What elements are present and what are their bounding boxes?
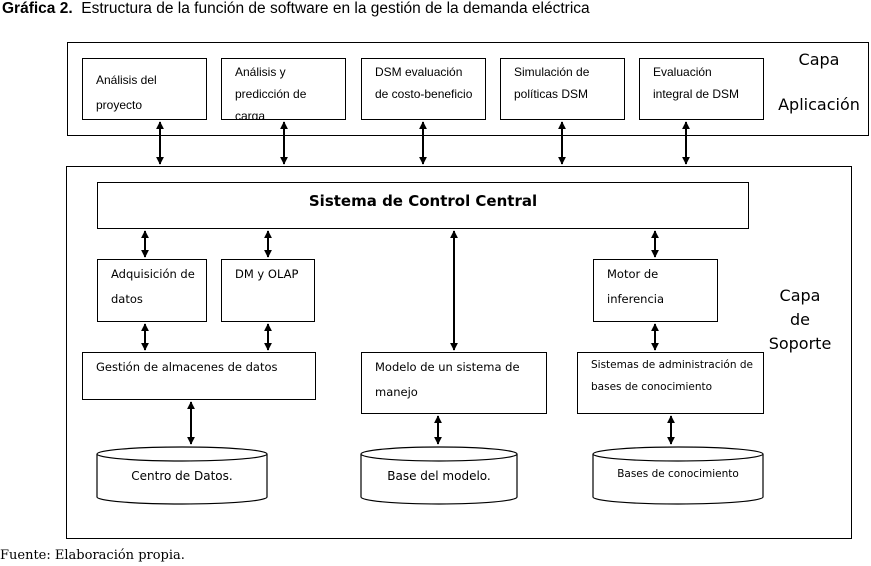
module-dm-olap: DM y OLAP [221, 259, 315, 322]
module-data-acquisition: Adquisición de datos [97, 259, 207, 322]
database-data-center-icon [96, 446, 268, 505]
central-control-system: Sistema de Control Central [97, 182, 749, 229]
module-line: Sistemas de administración de [591, 359, 753, 371]
support-layer-label-line1: Capa [779, 286, 821, 305]
module-line: DM y OLAP [235, 267, 299, 281]
support-layer-label: Capa de Soporte [765, 284, 835, 356]
module-data-warehouse-management: Gestión de almacenes de datos [82, 352, 316, 400]
module-line: de costo-beneficio [375, 87, 473, 101]
module-line: predicción de [235, 87, 307, 101]
figure-title-text: Estructura de la función de software en … [81, 0, 590, 17]
module-line: políticas DSM [514, 87, 589, 101]
module-line: Análisis y [235, 65, 286, 79]
module-dsm-cost-benefit: DSM evaluación de costo-beneficio [361, 58, 486, 120]
source-label: Fuente: [0, 548, 51, 563]
module-dsm-integral-evaluation: Evaluación integral de DSM [639, 58, 764, 120]
database-knowledge-bases-label: Bases de conocimiento [617, 468, 739, 480]
module-knowledge-base-management: Sistemas de administración de bases de c… [577, 352, 764, 414]
support-layer-label-line3: Soporte [768, 334, 832, 353]
module-line: Gestión de almacenes de datos [96, 360, 278, 374]
module-line: DSM evaluación [375, 65, 463, 79]
module-project-analysis: Análisis del proyecto [82, 58, 207, 120]
figure-label: Gráfica 2. [2, 0, 73, 17]
module-line: datos [111, 292, 143, 306]
module-line: Motor de [607, 267, 659, 281]
module-management-system-model: Modelo de un sistema de manejo [361, 352, 547, 414]
module-line: bases de conocimiento [591, 381, 713, 393]
application-layer-label-line2: Aplicación [778, 95, 860, 114]
application-layer-label: Capa Aplicación [770, 48, 868, 117]
source-text: Elaboración propia. [54, 548, 185, 563]
module-line: manejo [375, 385, 418, 399]
database-data-center-label: Centro de Datos. [131, 469, 233, 483]
module-line: Análisis del [96, 73, 157, 87]
figure-source: Fuente: Elaboración propia. [0, 548, 185, 563]
module-line: proyecto [96, 98, 143, 112]
module-line: Adquisición de [111, 267, 195, 281]
module-line: Evaluación [653, 65, 712, 79]
module-line: integral de DSM [653, 87, 740, 101]
central-control-system-title: Sistema de Control Central [308, 192, 538, 210]
database-model-base-icon [360, 446, 518, 505]
module-line: Modelo de un sistema de [375, 360, 520, 374]
application-layer-label-line1: Capa [798, 50, 840, 69]
module-line: inferencia [607, 292, 665, 306]
module-dsm-policy-simulation: Simulación de políticas DSM [500, 58, 625, 120]
database-knowledge-bases-icon [592, 446, 764, 505]
module-line: Simulación de [514, 65, 590, 79]
support-layer-label-line2: de [790, 310, 810, 329]
figure-title: Gráfica 2. Estructura de la función de s… [2, 0, 590, 18]
database-model-base-label: Base del modelo. [387, 469, 491, 483]
module-inference-engine: Motor de inferencia [593, 259, 718, 322]
module-line: carga [235, 109, 266, 120]
module-load-forecast: Análisis y predicción de carga [221, 58, 346, 120]
